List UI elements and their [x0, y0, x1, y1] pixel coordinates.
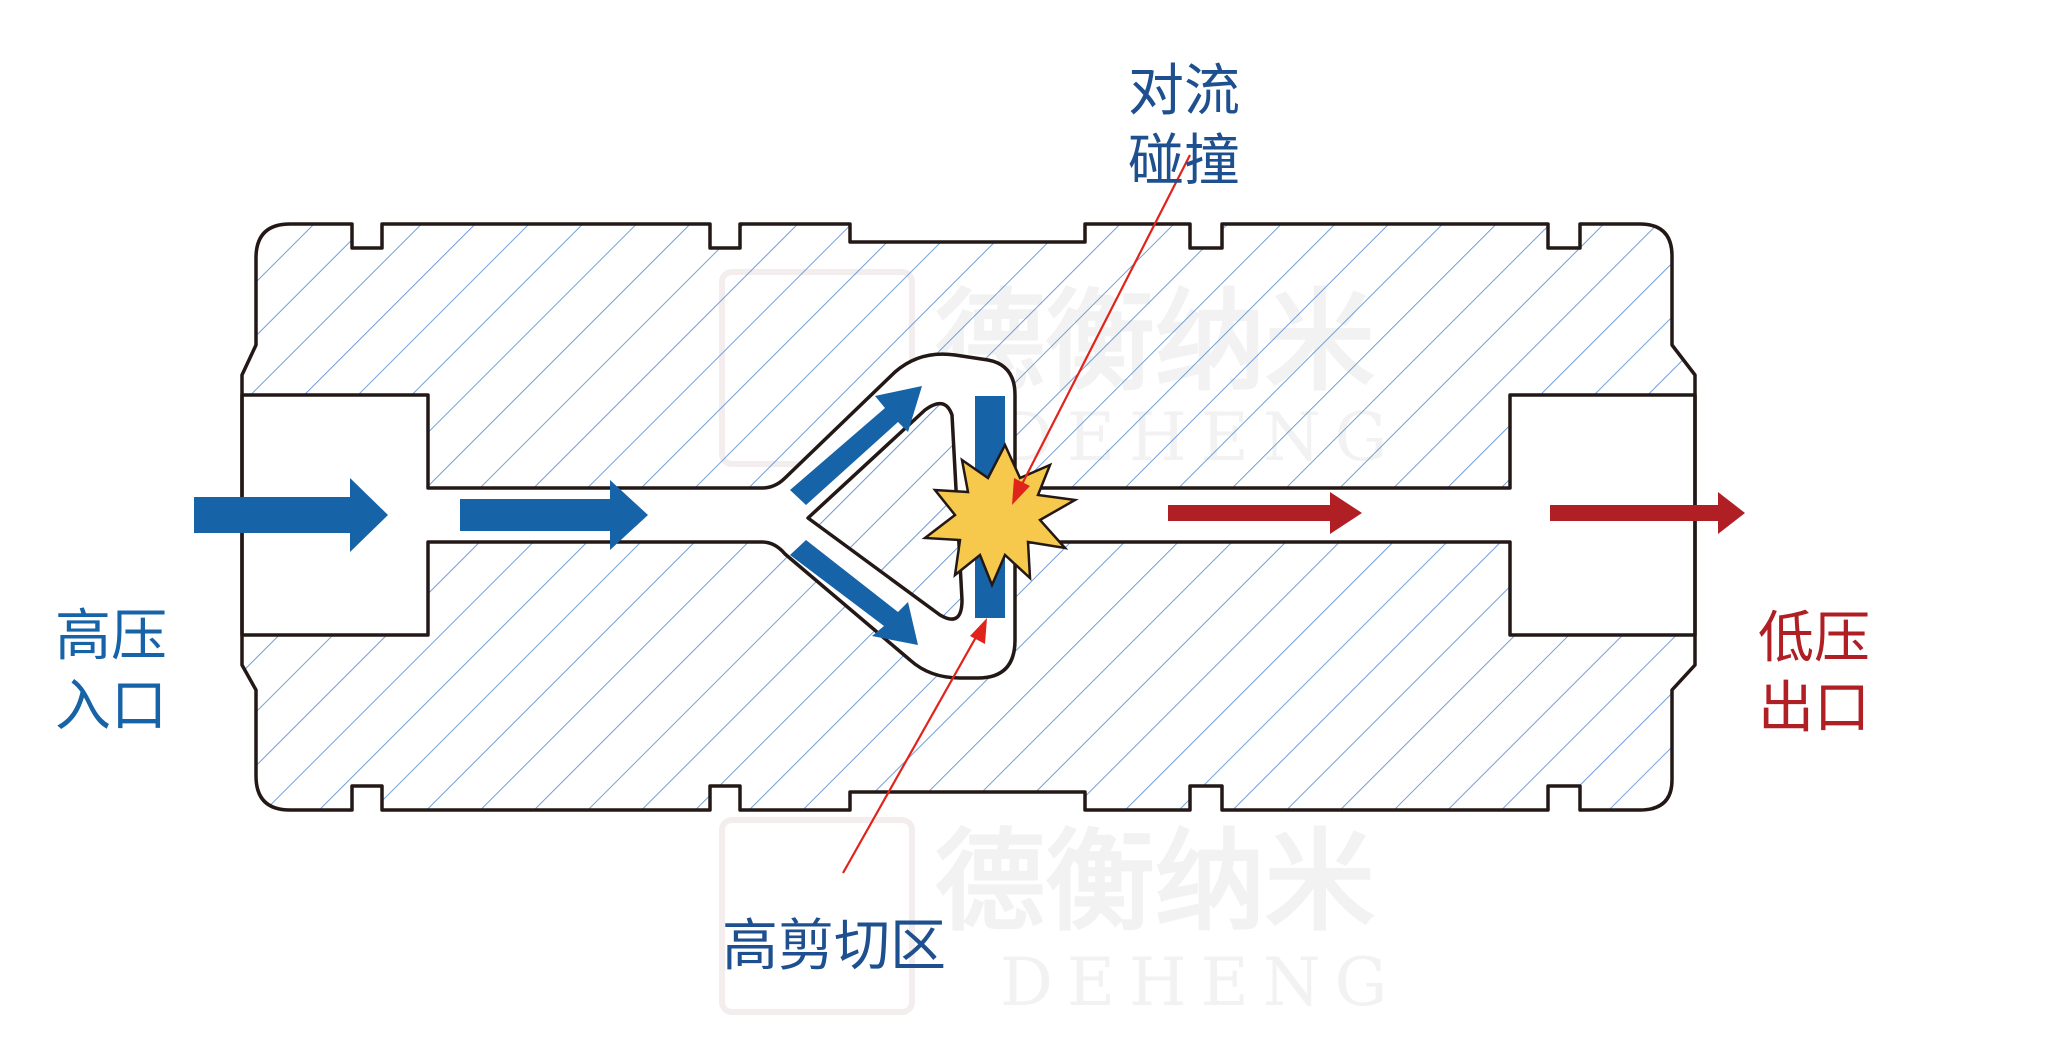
- inlet-label: 高压 入口: [55, 604, 167, 739]
- outlet-label: 低压 出口: [1758, 606, 1870, 741]
- watermark-brand-en-bottom: DEHENG: [1000, 944, 1401, 1021]
- outlet-label-line2: 出口: [1758, 676, 1870, 741]
- collision-burst-icon: [921, 442, 1079, 589]
- watermark-brand-cn-bottom: 德衡纳米: [935, 818, 1375, 946]
- outlet-label-line1: 低压: [1758, 606, 1870, 671]
- outlet-flow-arrows: [1168, 492, 1745, 534]
- upper-branch-arrow: [790, 386, 922, 505]
- collision-label-line1: 对流: [1128, 59, 1240, 124]
- pointer-lines: [842, 154, 1191, 874]
- watermark-bottom: 德衡纳米 DEHENG: [719, 817, 1401, 1021]
- lower-branch-arrow: [790, 540, 918, 645]
- inlet-arrow-1: [194, 478, 388, 552]
- inlet-arrow-2: [460, 480, 648, 550]
- body-outline: [240, 222, 1697, 812]
- shear-zone-label: 高剪切区: [722, 914, 946, 979]
- inlet-label-line1: 高压: [55, 604, 167, 669]
- outlet-arrow-2: [1550, 492, 1745, 534]
- collision-pointer: [1017, 154, 1191, 493]
- inlet-label-line2: 入口: [55, 674, 167, 739]
- outlet-arrow-1: [1168, 492, 1362, 534]
- collision-label: 对流 碰撞: [1128, 59, 1240, 194]
- shear-pointer: [842, 629, 981, 874]
- collision-label-line2: 碰撞: [1128, 129, 1240, 194]
